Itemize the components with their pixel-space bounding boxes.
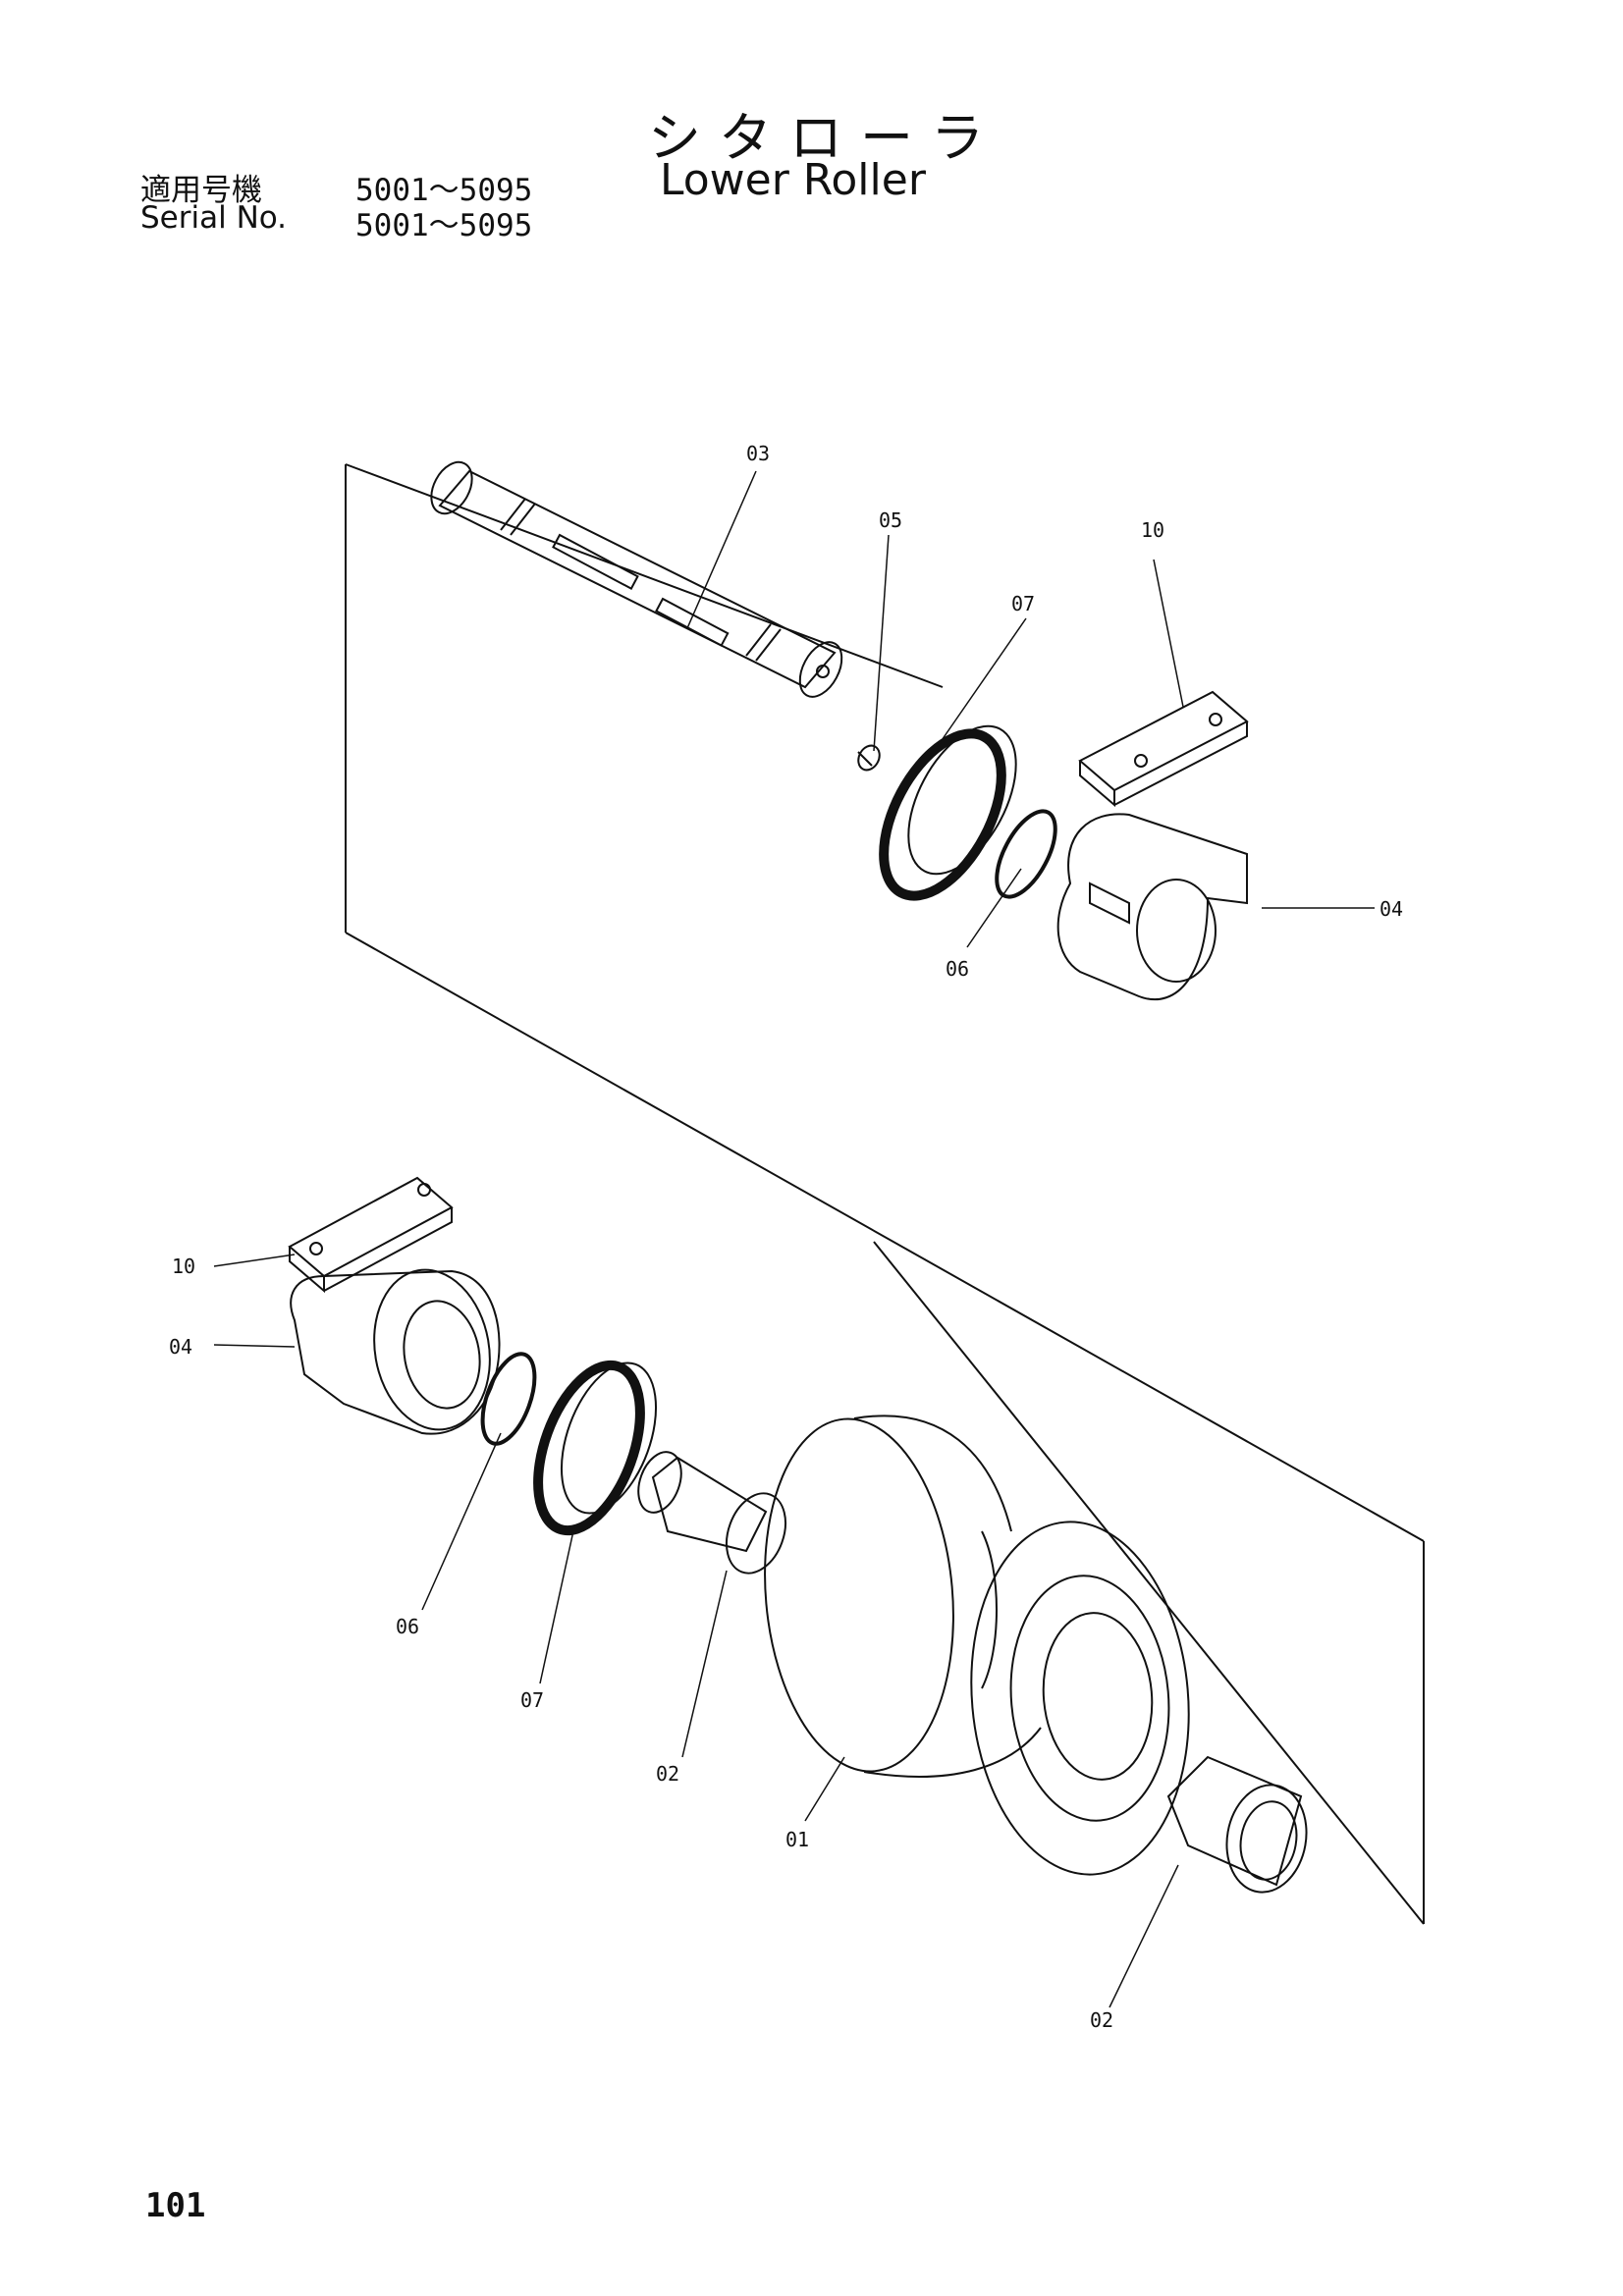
bushing-part-02-middle bbox=[637, 1451, 786, 1575]
callout-03: 03 bbox=[746, 442, 771, 465]
roller-body-part-01 bbox=[764, 1415, 1190, 1876]
title-english: Lower Roller bbox=[660, 155, 926, 205]
serial-range-english: 5001～5095 bbox=[355, 208, 533, 243]
collar-part-04-upper bbox=[1056, 813, 1248, 1001]
page-number: 101 bbox=[145, 2186, 206, 2225]
plug-part-05 bbox=[857, 744, 881, 772]
callout-04-upper: 04 bbox=[1380, 897, 1404, 921]
plate-part-10-lower bbox=[288, 1176, 454, 1294]
callout-07-upper: 07 bbox=[1011, 592, 1036, 615]
shaft-part-03 bbox=[430, 460, 843, 698]
callout-04-lower: 04 bbox=[169, 1335, 193, 1359]
serial-range-japanese: 5001～5095 bbox=[355, 173, 533, 208]
callout-07-lower: 07 bbox=[520, 1688, 545, 1712]
bushing-part-02-right bbox=[1166, 1755, 1308, 1894]
callout-02-right: 02 bbox=[1090, 2008, 1114, 2032]
callout-06-lower: 06 bbox=[396, 1615, 420, 1638]
o-ring-part-06-upper bbox=[995, 809, 1057, 899]
callout-10-lower: 10 bbox=[172, 1255, 196, 1278]
o-ring-part-06-lower bbox=[480, 1352, 537, 1446]
collar-part-04-lower bbox=[290, 1268, 501, 1435]
title-japanese: シタローラ bbox=[648, 107, 1001, 169]
serial-label-english: Serial No. bbox=[140, 200, 288, 236]
serial-label-japanese: 適用号機 bbox=[140, 173, 262, 208]
callout-leader-lines bbox=[213, 470, 1375, 2008]
callout-10-upper: 10 bbox=[1141, 518, 1165, 542]
floating-seal-part-07-upper bbox=[879, 724, 1017, 901]
callout-05: 05 bbox=[879, 508, 903, 532]
callout-06-upper: 06 bbox=[946, 957, 970, 981]
floating-seal-part-07-lower bbox=[533, 1360, 658, 1536]
callout-01: 01 bbox=[785, 1828, 810, 1851]
assembly-frame-outline bbox=[345, 463, 1425, 1925]
plate-part-10-upper bbox=[1078, 690, 1249, 808]
callout-02-middle: 02 bbox=[656, 1762, 680, 1786]
